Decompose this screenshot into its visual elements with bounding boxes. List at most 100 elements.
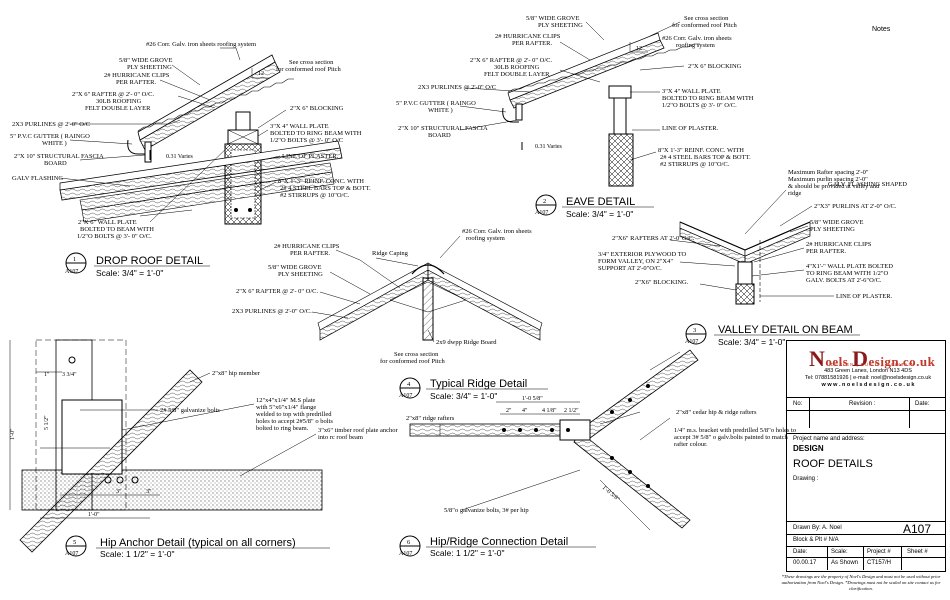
d5-dim-1: 3 3/4"	[62, 372, 77, 378]
d4-label-0: 2# HURRICANE CLIPS	[274, 243, 340, 250]
d4-label-3: 5/8" WIDE GROVE	[268, 264, 321, 271]
sheet-number: A107	[903, 522, 932, 536]
logo-wordmark: Noels Design.co.uk	[809, 346, 936, 371]
d5-label-3: 3"x6" timber roof plate anchor	[318, 427, 399, 434]
svg-text:2# 4 STEEL BARS TOP & BOTT.: 2# 4 STEEL BARS TOP & BOTT.	[660, 154, 751, 161]
d2-label-10: LINE OF PLASTER.	[662, 125, 719, 132]
svg-text:& should be provided at valley: & should be provided at valley and	[788, 183, 880, 190]
svg-text:welded to top with predrilled: welded to top with predrilled	[256, 411, 332, 418]
logo-tagline: DESIGN | BUILD | MAINTAIN	[831, 362, 916, 367]
drawing-label: Drawing :	[793, 476, 819, 482]
d5-label-2: 12"x4"x1/4" M.S plate	[256, 397, 316, 404]
drawing-info: Drawn By: A. Noel A107 Block & Plt # N/A…	[787, 521, 945, 570]
d3-ref: A107	[685, 339, 698, 345]
col-sheet: Sheet #	[907, 549, 928, 555]
project-section: Project name and address: DESIGN ROOF DE…	[787, 433, 945, 484]
d1-label-0: #26 Corr. Galv. iron sheets roofing syst…	[146, 41, 256, 48]
d4-ref: A107	[399, 393, 412, 399]
d5-dim-6: 1'-0"	[88, 512, 100, 518]
col-project: Project #	[867, 549, 891, 555]
svg-text:GALV. BOLTS AT 2'-6"O/C.: GALV. BOLTS AT 2'-6"O/C.	[806, 277, 882, 284]
svg-text:12: 12	[636, 46, 642, 52]
d2-label-0: 5/8" WIDE GROVE	[526, 15, 579, 22]
d3-label-5: 2# HURRICANE CLIPS	[806, 241, 872, 248]
svg-text:PLY SHEETING: PLY SHEETING	[127, 64, 172, 71]
d5-label-1: 2# 5/8" galvanize bolts	[160, 407, 220, 414]
d4-label-6: 2x9 dwpp Ridge Board	[436, 339, 497, 346]
d3-label-1: GALV. FLASHING SHAPED	[828, 181, 907, 188]
svg-text:PER RAFTER.: PER RAFTER.	[116, 79, 156, 86]
d2-label-11: 8"X 1'-3" REINF. CONC. WITH	[658, 147, 744, 154]
d6-scale: Scale: 1 1/2" = 1'-0"	[430, 548, 505, 558]
d1-label-12: LINE OF PLASTER.	[282, 153, 339, 160]
d6-dim-5: 1'-0 5/8"	[601, 485, 621, 503]
svg-text:1/2"O BOLTS @ 3'- 0" O/C.: 1/2"O BOLTS @ 3'- 0" O/C.	[662, 102, 737, 109]
d1-label-2: 2# HURRICANE CLIPS	[104, 72, 170, 79]
d4-number: 4	[407, 381, 411, 388]
d5-dim-3: 1'-0"	[10, 428, 16, 440]
detail-3-valley: Maximum Rafter spacing 2'-0" Maximum pur…	[598, 169, 907, 347]
d5-scale: Scale: 1 1/2" = 1'-0"	[100, 549, 175, 559]
svg-text:1/2"O BOLTS @ 3'- 0" O/C.: 1/2"O BOLTS @ 3'- 0" O/C.	[77, 233, 152, 240]
d2-label-1: See cross section	[684, 15, 729, 22]
detail-4-ridge: 2# HURRICANE CLIPS PER RAFTER. Ridge Cap…	[232, 228, 548, 401]
svg-text:PER RAFTER.: PER RAFTER.	[806, 248, 846, 255]
svg-text:PLY SHEETING: PLY SHEETING	[278, 271, 323, 278]
svg-text:1/2"O BOLTS @ 3'- 0" O/C: 1/2"O BOLTS @ 3'- 0" O/C	[270, 137, 343, 144]
d6-dim-1: 2"	[506, 408, 512, 414]
svg-text:PER RAFTER.: PER RAFTER.	[512, 40, 552, 47]
d5-dim-0: 1"	[44, 372, 50, 378]
d1-label-7: GALV FLASHING	[12, 175, 63, 182]
d5-dim-4: 3"	[116, 489, 122, 495]
d5-dim-5: 3"	[146, 489, 152, 495]
svg-text:#2 STIRRUPS @ 10"O/C.: #2 STIRRUPS @ 10"O/C.	[660, 161, 730, 168]
revision-table: No: Revision : Date:	[787, 397, 945, 428]
d2-label-6: 2X3 PURLINES @ 2'-0" O/C	[418, 84, 496, 91]
d2-number: 2	[543, 198, 546, 205]
d2-label-3: #26 Corr. Galv. iron sheets	[662, 35, 732, 42]
svg-text:Maximum purlin spacing 2'-0": Maximum purlin spacing 2'-0"	[788, 176, 868, 183]
d1-label-8: 2"X 6" WALL PLATE	[78, 219, 137, 226]
d5-title: Hip Anchor Detail (typical on all corner…	[100, 537, 296, 549]
d6-dim-0: 1'-0 5/8"	[522, 396, 543, 402]
d6-dim-2: 4"	[522, 408, 528, 414]
d5-dim-2: 5 1/2"	[44, 415, 50, 430]
project-label: Project name and address:	[793, 436, 865, 442]
d2-label-4: 2"X 6" RAFTER @ 2'- 0" O/C.	[470, 57, 552, 64]
d2-label-7: 5" P.V.C GUTTER ( RAINGO	[396, 100, 476, 107]
d4-label-2: #26 Corr. Galv. iron sheets	[462, 228, 532, 235]
d4-label-1: Ridge Caping	[372, 250, 409, 257]
d1-ref: A107	[65, 269, 78, 275]
svg-text:roofing system: roofing system	[676, 42, 715, 49]
svg-text:BOLTED TO BEAM WITH: BOLTED TO BEAM WITH	[80, 226, 154, 233]
d1-label-13: 8"X 1'-3" REINF. CONC. WITH	[278, 178, 364, 185]
d6-dim-3: 4 1/8"	[542, 408, 557, 414]
d4-title: Typical Ridge Detail	[430, 378, 527, 390]
col-scale: Scale:	[831, 549, 848, 555]
svg-text:0.31 Varies: 0.31 Varies	[535, 144, 563, 150]
svg-text:bolted to ring beam.: bolted to ring beam.	[256, 425, 309, 432]
d2-ref: A107	[535, 210, 548, 216]
address-line: 483 Green Lanes, London N13 4DS	[824, 368, 912, 374]
svg-text:roofing system: roofing system	[466, 235, 505, 242]
d5-ref: A107	[65, 551, 78, 557]
svg-text:0.31 Varies: 0.31 Varies	[166, 154, 194, 160]
d6-label-2: 1/4" m.s. bracket with predrilled 5/8"o …	[674, 427, 796, 434]
company-logo: Noels Design.co.uk DESIGN | BUILD | MAIN…	[787, 341, 945, 391]
d1-label-6: 2"X 10" STRUCTURAL FASCIA	[14, 153, 104, 160]
d6-label-0: 2"x8" ridge rafters	[406, 415, 455, 422]
svg-text:rafter colour.: rafter colour.	[674, 441, 708, 448]
svg-text:FELT DOUBLE LAYER: FELT DOUBLE LAYER	[85, 105, 151, 112]
svg-text:WHITE ): WHITE )	[428, 107, 453, 114]
d6-label-1: 2"x8" cedar hip & ridge rafters	[676, 409, 757, 416]
rev-col-no: No:	[793, 401, 803, 407]
svg-text:BOARD: BOARD	[44, 160, 67, 167]
svg-text:SUPPORT AT 2'-0"O/C.: SUPPORT AT 2'-0"O/C.	[598, 265, 662, 272]
d3-label-4: 2"X6" RAFTERS AT 2'-0"O/C.	[612, 235, 695, 242]
d3-label-9: LINE OF PLASTER.	[836, 293, 893, 300]
d1-label-1: 5/8" WIDE GROVE	[119, 57, 172, 64]
rev-col-date: Date:	[915, 401, 930, 407]
val-date: 00.00.17	[793, 560, 817, 566]
